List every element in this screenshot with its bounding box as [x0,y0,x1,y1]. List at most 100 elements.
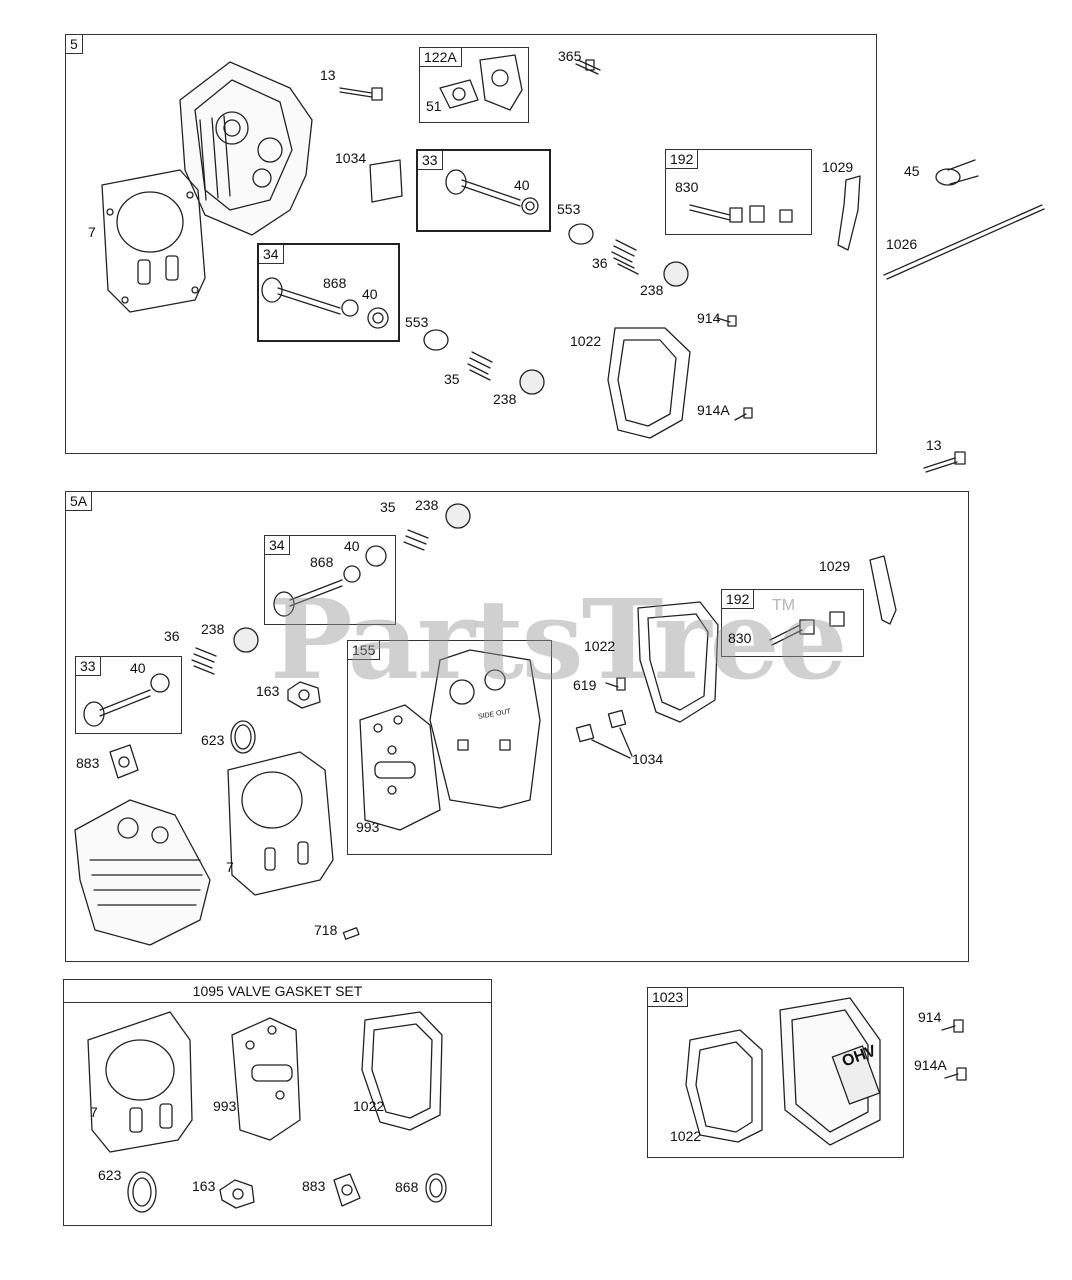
part-label[interactable]: 914 [918,1009,942,1025]
bolt-619 [605,677,626,691]
part-label[interactable]: 163 [192,1178,216,1194]
section-5a-frame: 5A [65,491,969,962]
part-label[interactable]: 830 [728,630,752,646]
spring-36-5a [191,647,217,675]
section-1023-label: 1023 [648,988,689,1007]
part-label[interactable]: 7 [226,859,234,875]
part-label[interactable]: 238 [415,497,439,513]
part-label[interactable]: 1034 [335,150,367,166]
part-label[interactable]: 623 [98,1167,122,1183]
part-label[interactable]: 993 [213,1098,237,1114]
valve-192 [689,204,793,223]
part-label[interactable]: 868 [395,1179,419,1195]
part-label[interactable]: 883 [76,755,100,771]
spring-35 [467,351,493,381]
cylinder-head-5 [179,61,313,236]
part-label[interactable]: 238 [640,282,664,298]
part-label[interactable]: 1034 [632,751,664,767]
part-label[interactable]: 553 [405,314,429,330]
part-label[interactable]: 868 [323,275,347,291]
box-5a-155-label: 155 [348,641,381,660]
part-label[interactable]: 914A [697,402,730,418]
cap-238-5a-top [445,503,471,529]
partstree-watermark: PartsTree [270,575,848,704]
part-label[interactable]: 36 [164,628,180,644]
part-label[interactable]: 914 [697,310,721,326]
part-label[interactable]: 7 [90,1104,98,1120]
part-label[interactable]: 1022 [584,638,616,654]
section-5a-label: 5A [66,492,93,511]
bolt-13 [339,87,383,101]
part-label[interactable]: 13 [320,67,336,83]
part-label[interactable]: 1029 [822,159,854,175]
part-label[interactable]: 1029 [819,558,851,574]
part-label[interactable]: 623 [201,732,225,748]
gasket-set-868 [425,1173,447,1203]
part-label[interactable]: 13 [926,437,942,453]
retainer-553a [568,223,594,245]
cylinder-head-5a [74,799,211,946]
head-gasket-155 [359,649,541,831]
part-label[interactable]: 40 [344,538,360,554]
part-label[interactable]: 35 [444,371,460,387]
part-label[interactable]: 883 [302,1178,326,1194]
box-33: 33 [416,149,551,232]
part-label[interactable]: 45 [904,163,920,179]
part-label[interactable]: 1022 [670,1128,702,1144]
part-label[interactable]: 40 [362,286,378,302]
bolt-13b [923,451,966,473]
bolt-914a-1023 [944,1067,967,1081]
part-label[interactable]: 553 [557,201,581,217]
box-34-label: 34 [259,245,284,264]
retainer-553b [423,329,449,351]
part-label[interactable]: 163 [256,683,280,699]
screw-365 [575,59,601,75]
valve-34-5a [273,545,387,617]
part-label[interactable]: 914A [914,1057,947,1073]
gasket-set-163 [219,1179,255,1209]
cap-238b [519,369,545,395]
gasket-set-head-gasket [87,1011,193,1153]
part-label[interactable]: 619 [573,677,597,693]
part-label[interactable]: 718 [314,922,338,938]
box-5a-34-label: 34 [265,536,290,555]
part-label[interactable]: 36 [592,255,608,271]
valve-cover-1023 [779,997,881,1146]
part-label[interactable]: 1022 [353,1098,385,1114]
box-122a-label: 122A [420,48,462,67]
part-label[interactable]: 830 [675,179,699,195]
bolt-914a [734,407,753,421]
box-5a-192: 192 [721,589,864,657]
head-gasket-5 [101,169,206,313]
push-rod-1026 [883,204,1045,280]
rocker-arm-1029 [837,175,861,251]
part-label[interactable]: 365 [558,48,582,64]
plate-1034 [369,159,403,203]
gasket-set-993 [231,1017,301,1141]
part-label[interactable]: 868 [310,554,334,570]
gasket-set-883 [333,1173,361,1207]
spring-35-5a [403,529,429,551]
box-34: 34 [257,243,400,342]
part-label[interactable]: 1026 [886,236,918,252]
part-label[interactable]: 40 [514,177,530,193]
gasket-163 [287,681,321,709]
part-label[interactable]: 238 [201,621,225,637]
gasket-883 [109,744,139,779]
box-122a: 122A [419,47,529,123]
part-label[interactable]: 7 [88,224,96,240]
box-5a-34: 34 [264,535,396,625]
box-192: 192 [665,149,812,235]
section-5-frame: 5 [65,34,877,454]
part-label[interactable]: 238 [493,391,517,407]
valve-33 [445,169,539,215]
part-label[interactable]: 993 [356,819,380,835]
cap-238a [663,261,689,287]
box-5a-155: 155 [347,640,552,855]
part-label[interactable]: 1022 [570,333,602,349]
part-label[interactable]: 40 [130,660,146,676]
bolt-914-1023 [941,1019,964,1033]
part-label[interactable]: 35 [380,499,396,515]
part-label[interactable]: 51 [426,98,442,114]
valve-33-5a [83,673,170,727]
